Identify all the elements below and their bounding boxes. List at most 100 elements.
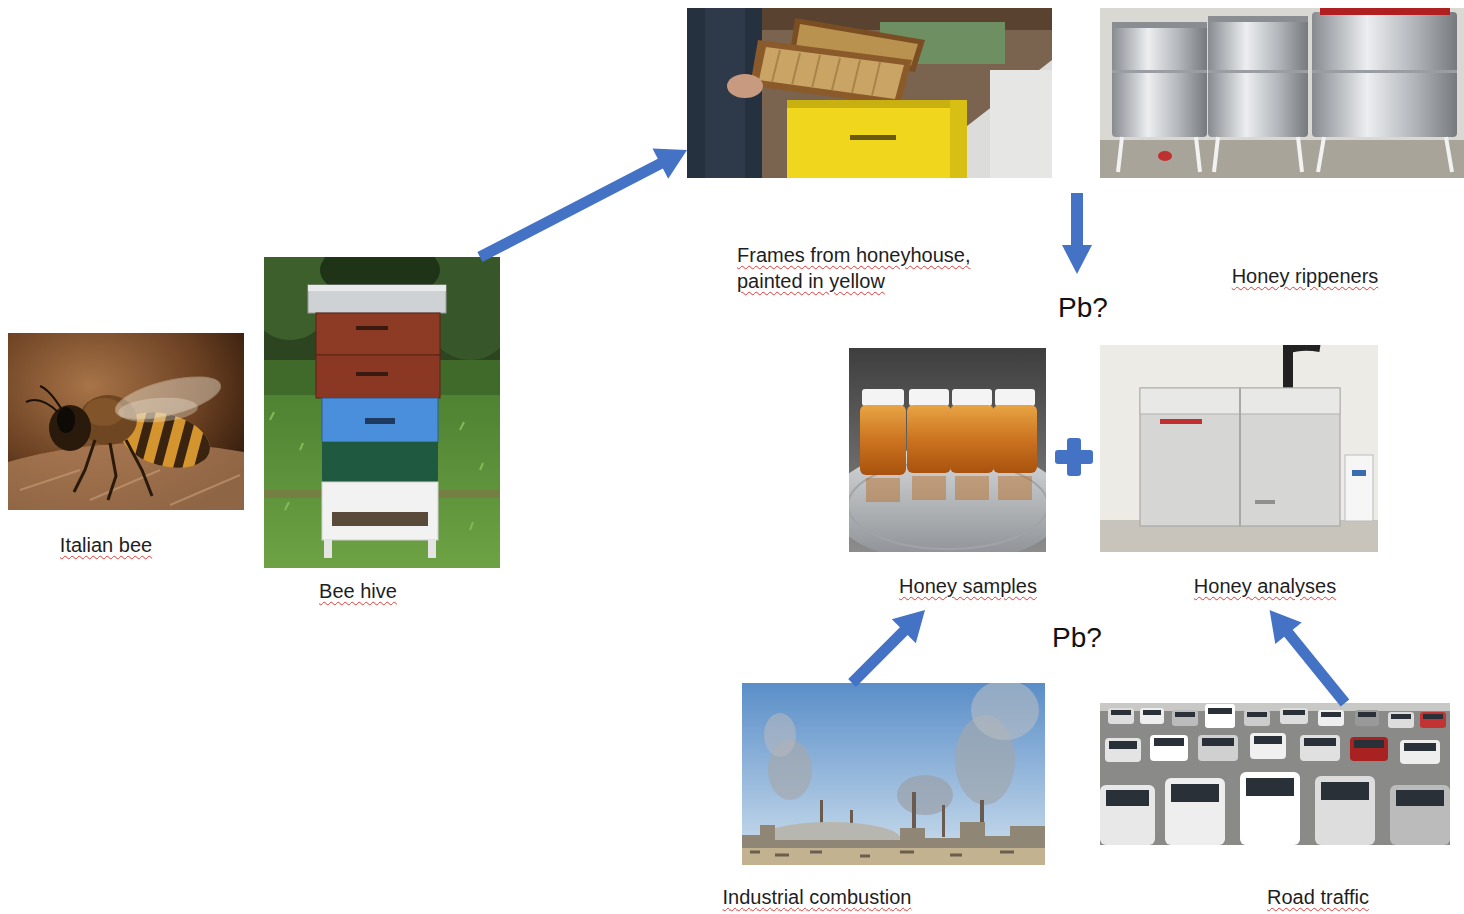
hive-photo-part (308, 285, 446, 313)
bee-photo-part (117, 395, 198, 425)
car-part (1165, 778, 1225, 845)
photo-panel: Industrial combustion (710, 683, 1045, 912)
car-part (1171, 784, 1219, 802)
car-part (1100, 785, 1155, 845)
hive-photo-part (316, 313, 440, 355)
car-part (1150, 735, 1188, 761)
label-anchor: Pb? (1052, 622, 1102, 654)
bee-photo-part (57, 407, 75, 433)
hive-photo-part (264, 395, 500, 568)
car (1100, 704, 1450, 845)
car-part (1318, 710, 1344, 726)
frames-photo-part (687, 8, 1052, 178)
car-part (1172, 710, 1198, 726)
car-part (1396, 790, 1444, 806)
samples-photo-part (955, 476, 989, 500)
caption-text: Honey rippeners (1232, 263, 1379, 289)
analyser-photo-part (1239, 388, 1241, 526)
frames-photo (687, 8, 1052, 178)
photo-panel: Frames from honeyhouse, painted in yello… (687, 8, 1052, 300)
analyser-photo-part (1100, 345, 1378, 552)
car-part (1202, 738, 1234, 746)
car-part (1108, 708, 1134, 724)
ripeners-photo-part (1208, 16, 1308, 22)
car-part (1391, 714, 1411, 719)
analyser-photo-part (1255, 500, 1275, 504)
hive-photo-part (356, 326, 388, 330)
car-part (1254, 736, 1282, 744)
hive-photo-part (365, 418, 395, 424)
photo-panel: Road traffic (1100, 703, 1450, 912)
flow-arrow (1270, 610, 1350, 707)
car-part (1244, 710, 1270, 726)
car-part (1321, 782, 1369, 800)
ripeners-photo-part (1312, 70, 1457, 73)
car-part (1106, 790, 1149, 806)
bee-photo-part (74, 440, 152, 500)
frames-photo-part (787, 100, 967, 178)
car-part (1246, 778, 1294, 796)
caption-text: Honey samples (899, 573, 1037, 599)
ripeners-photo-part (1100, 8, 1464, 178)
caption-text: Bee hive (319, 578, 397, 604)
hive-photo-part (308, 285, 446, 291)
samples-photo-part (860, 405, 906, 475)
label-anchor: Pb? (1058, 292, 1108, 324)
industry-photo-part (971, 683, 1039, 740)
samples-photo (849, 348, 1046, 552)
car-part (1283, 710, 1305, 715)
car-part (1105, 738, 1141, 762)
plus-sign (1055, 438, 1093, 476)
frames-photo-part (990, 70, 1052, 178)
car-part (1111, 710, 1131, 715)
analyser-photo-part (1140, 388, 1340, 526)
analyser-photo-part (1345, 455, 1373, 521)
ripeners-photo-part (1112, 70, 1207, 73)
ripeners-photo-part (1100, 140, 1464, 178)
hive-photo (264, 257, 500, 568)
caption-text: Industrial combustion (723, 884, 912, 910)
caption-text: Road traffic (1267, 884, 1369, 910)
car-part (1350, 737, 1388, 761)
bee-photo-part (8, 333, 244, 510)
photo-panel: Bee hive (264, 257, 500, 607)
industry-photo-part (750, 852, 1014, 856)
frames-photo-part (772, 50, 880, 96)
ripeners-photo-part (1208, 16, 1308, 137)
frames-photo-part (950, 100, 967, 178)
car-part (1388, 712, 1414, 728)
photo-panel: Italian bee (8, 333, 244, 560)
caption-text: Italian bee (60, 532, 152, 558)
bee-photo-part (26, 386, 62, 412)
frames-photo-part (850, 135, 896, 140)
car-part (1355, 710, 1379, 726)
car-part (1250, 733, 1286, 759)
hive-photo-part (356, 372, 388, 376)
car-part (1143, 710, 1161, 715)
hive-photo-part (428, 540, 436, 558)
ripeners-photo-part (1118, 137, 1452, 172)
flow-arrow (477, 149, 687, 262)
ripeners-photo-part (1112, 22, 1207, 137)
car-part (1300, 735, 1340, 761)
car-part (1198, 735, 1238, 761)
analyser-photo-part (1160, 419, 1202, 424)
car-part (1208, 708, 1232, 714)
bee-photo (8, 333, 244, 510)
analyser-photo (1100, 345, 1378, 552)
samples-photo-part (866, 478, 900, 502)
samples-photo-part (912, 476, 946, 500)
car-part (1390, 785, 1450, 845)
samples-photo-part (950, 405, 994, 473)
analyser-photo-part (1288, 347, 1320, 350)
samples-photo-part (862, 389, 904, 406)
car-part (1404, 743, 1436, 751)
bee-photo-part-part-part (172, 415, 196, 475)
hive-photo-part (322, 442, 438, 482)
flow-arrow (848, 610, 925, 687)
frames-photo-part (750, 40, 912, 106)
car-part (1280, 708, 1308, 724)
frames-photo-part (727, 74, 763, 98)
traffic-photo-part (1100, 703, 1450, 845)
car-part (1321, 712, 1341, 717)
